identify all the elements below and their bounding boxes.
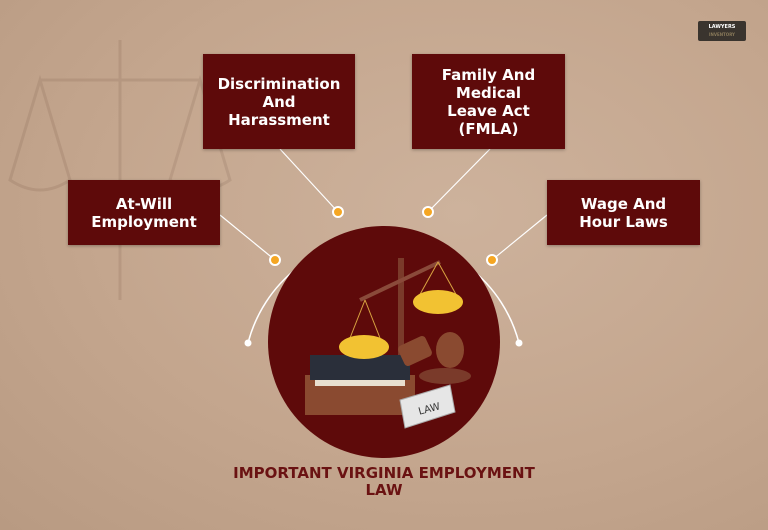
connector-dot xyxy=(332,206,344,218)
topic-label: Family And Medical Leave Act (FMLA) xyxy=(441,65,536,138)
logo-text: LAWYERS xyxy=(708,24,736,30)
topic-label: Discrimination And Harassment xyxy=(217,74,341,129)
background-scale-watermark xyxy=(8,40,232,300)
topic-label: Wage And Hour Laws xyxy=(579,194,668,231)
connector-dot xyxy=(269,254,281,266)
logo-subtext: INVENTORY xyxy=(709,32,735,37)
topic-wage-hour-laws: Wage And Hour Laws xyxy=(547,180,700,245)
scales-gavel-books-icon xyxy=(305,258,471,429)
connector-lines xyxy=(219,148,548,261)
topic-at-will-employment: At-Will Employment xyxy=(68,180,220,245)
topic-fmla: Family And Medical Leave Act (FMLA) xyxy=(412,54,565,149)
arc-end-dot xyxy=(515,339,523,347)
topic-label: At-Will Employment xyxy=(91,194,197,231)
page-title: IMPORTANT VIRGINIA EMPLOYMENT LAW xyxy=(233,464,535,499)
connector-dot xyxy=(486,254,498,266)
connector-dot xyxy=(422,206,434,218)
brand-logo: LAWYERS INVENTORY xyxy=(698,21,746,41)
topic-discrimination-harassment: Discrimination And Harassment xyxy=(203,54,355,149)
arc-end-dot xyxy=(244,339,252,347)
